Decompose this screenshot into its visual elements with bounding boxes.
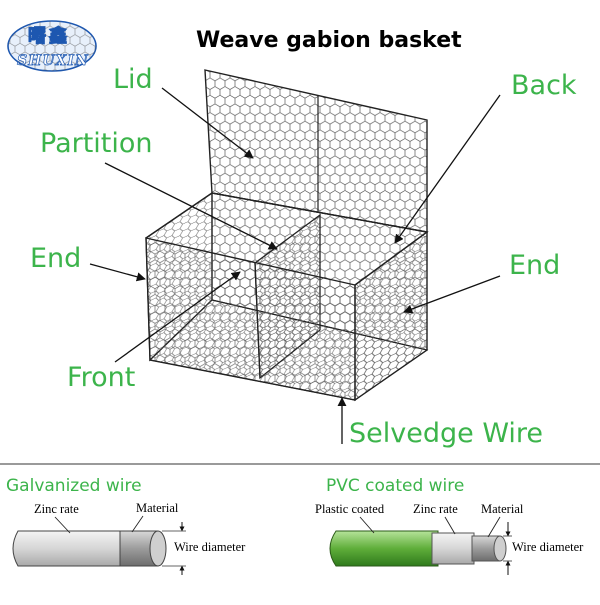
galvanized-wire-diameter: Wire diameter [174, 540, 246, 554]
pvc-zinc-rate: Zinc rate [413, 502, 458, 516]
label-selvedge: Selvedge Wire [349, 418, 544, 449]
galvanized-wire-illustration [12, 515, 186, 575]
label-end-right: End [509, 250, 561, 281]
label-back: Back [511, 70, 577, 101]
label-partition: Partition [40, 128, 153, 159]
gabion-basket [145, 69, 429, 402]
galvanized-zinc-rate: Zinc rate [34, 502, 79, 516]
logo-chinese-text: 曙鑫 [28, 26, 70, 47]
arrow-back [394, 94, 501, 244]
front-panel [145, 237, 356, 401]
galvanized-material: Material [136, 501, 179, 515]
label-lid: Lid [113, 64, 153, 95]
diagram-title: Weave gabion basket [196, 28, 462, 53]
arrow-lid [161, 87, 254, 159]
arrow-front [114, 271, 241, 363]
arrow-end-left [89, 263, 146, 282]
leader-arrows [89, 87, 501, 444]
label-end-left: End [30, 243, 82, 274]
pvc-wire-illustration [329, 516, 512, 575]
pvc-title: PVC coated wire [326, 476, 465, 496]
pvc-plastic-coated: Plastic coated [315, 502, 385, 516]
pvc-wire-diameter: Wire diameter [512, 540, 584, 554]
logo-latin-text: SHUXIN [17, 53, 89, 69]
galvanized-title: Galvanized wire [6, 476, 142, 496]
logo-mark [7, 20, 97, 72]
pvc-material: Material [481, 502, 524, 516]
arrow-end-right [403, 275, 501, 314]
arrow-partition [104, 162, 278, 250]
label-front: Front [67, 362, 136, 393]
